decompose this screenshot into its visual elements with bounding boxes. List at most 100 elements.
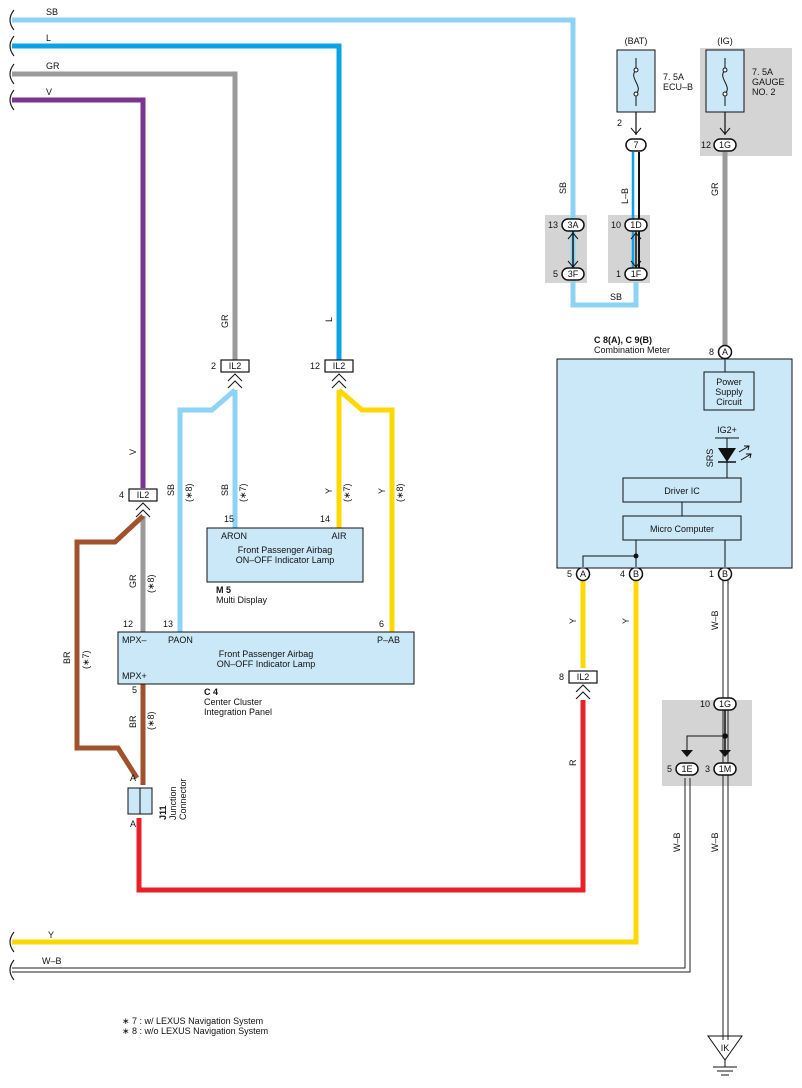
svg-text:8: 8 (709, 347, 714, 357)
svg-text:IL2: IL2 (229, 361, 242, 371)
svg-text:R: R (568, 759, 578, 766)
svg-text:L–B: L–B (620, 188, 630, 204)
ig2-label: IG2+ (717, 425, 737, 435)
fuse-ig-rating: 7. 5A (752, 67, 773, 77)
wire-l (12, 43, 342, 362)
svg-text:Y: Y (377, 488, 387, 494)
wire-sb-paon (177, 388, 237, 632)
display-name: Multi Display (216, 595, 268, 605)
conn-1f: 1F 1 (616, 267, 648, 281)
svg-text:L: L (324, 317, 334, 322)
conn-meter-b1: B 1 (709, 566, 733, 582)
svg-text:Front Passenger Airbag: Front Passenger Airbag (238, 545, 333, 555)
svg-text:1G: 1G (719, 699, 731, 709)
conn-1d: 1D 10 (611, 218, 648, 232)
svg-text:Junction: Junction (168, 786, 178, 820)
svg-text:W–B: W–B (710, 832, 720, 852)
conn-7: 7 2 (617, 118, 647, 152)
svg-text:V: V (128, 449, 138, 455)
multi-display-box (206, 527, 364, 583)
svg-text:ARON: ARON (221, 531, 247, 541)
svg-text:5: 5 (667, 764, 672, 774)
svg-text:SB: SB (610, 292, 622, 302)
conn-il2-r: IL2 8 (559, 670, 598, 700)
svg-text:SB: SB (166, 484, 176, 496)
fuse-bat-name: ECU–B (663, 82, 693, 92)
svg-text:1M: 1M (719, 764, 732, 774)
meter-name: Combination Meter (594, 345, 670, 355)
svg-text:(∗8): (∗8) (184, 483, 194, 502)
conn-meter-a5: A 5 (567, 566, 591, 582)
svg-text:1: 1 (616, 269, 621, 279)
svg-text:6: 6 (379, 619, 384, 629)
wire-y-b4 (12, 580, 639, 945)
svg-text:A: A (722, 347, 728, 357)
conn-meter-b4: B 4 (620, 566, 644, 582)
svg-text:L: L (46, 33, 51, 43)
svg-text:12: 12 (310, 361, 320, 371)
svg-text:B: B (633, 569, 639, 579)
cluster-code: C 4 (204, 687, 218, 697)
svg-text:(∗8): (∗8) (146, 574, 156, 593)
svg-text:10: 10 (611, 220, 621, 230)
svg-text:3F: 3F (568, 269, 579, 279)
svg-text:Y: Y (48, 930, 54, 940)
conn-1g-top: 1G 12 (701, 138, 737, 152)
svg-text:Connector: Connector (178, 778, 188, 820)
svg-text:GR: GR (220, 314, 230, 328)
svg-text:Y: Y (621, 618, 631, 624)
conn-3f: 3F 5 (553, 267, 585, 281)
svg-text:PAON: PAON (168, 635, 193, 645)
svg-text:GR: GR (710, 182, 720, 196)
meter-code: C 8(A), C 9(B) (594, 335, 652, 345)
svg-text:Driver IC: Driver IC (664, 486, 700, 496)
svg-text:15: 15 (224, 514, 234, 524)
svg-text:GR: GR (128, 574, 138, 588)
svg-text:IL2: IL2 (577, 672, 590, 682)
svg-text:A: A (130, 819, 136, 829)
wire-gr (12, 71, 238, 362)
conn-il2-v: IL2 4 (119, 488, 158, 518)
svg-text:W–B: W–B (710, 610, 720, 630)
wire-y-pab (337, 388, 395, 632)
conn-il2-l: IL2 12 (310, 359, 354, 389)
svg-text:13: 13 (163, 619, 173, 629)
srs-led-icon (718, 448, 736, 462)
svg-text:GR: GR (46, 61, 60, 71)
svg-text:Y: Y (568, 618, 578, 624)
micro-computer-box (622, 515, 742, 541)
svg-text:1F: 1F (631, 269, 642, 279)
cluster-name1: Center Cluster (204, 697, 262, 707)
svg-text:(∗8): (∗8) (395, 483, 405, 502)
ig-source: (IG) (717, 36, 733, 46)
svg-text:V: V (46, 87, 52, 97)
svg-text:1D: 1D (630, 220, 642, 230)
svg-text:A: A (580, 569, 586, 579)
svg-text:AIR: AIR (331, 531, 347, 541)
center-cluster-box (117, 631, 415, 685)
svg-text:Circuit: Circuit (716, 397, 742, 407)
svg-text:SB: SB (46, 7, 58, 17)
fuse-bat-rating: 7. 5A (663, 72, 684, 82)
svg-text:1E: 1E (681, 764, 692, 774)
svg-text:4: 4 (119, 490, 124, 500)
conn-3a: 3A 13 (548, 218, 585, 232)
svg-text:2: 2 (617, 118, 622, 128)
fuse-ig-name1: GAUGE (752, 77, 785, 87)
srs-label: SRS (705, 449, 715, 468)
break-marks (9, 9, 15, 981)
svg-text:Supply: Supply (715, 387, 743, 397)
conn-il2-gr: IL2 2 (211, 359, 250, 389)
svg-text:7: 7 (633, 140, 638, 150)
svg-text:12: 12 (123, 619, 133, 629)
svg-text:(∗8): (∗8) (146, 711, 156, 730)
svg-text:3: 3 (705, 764, 710, 774)
wire-wb-group (12, 580, 729, 1040)
svg-text:IL2: IL2 (333, 361, 346, 371)
cluster-name2: Integration Panel (204, 707, 272, 717)
svg-text:B: B (722, 569, 728, 579)
svg-text:A: A (130, 773, 136, 783)
svg-text:5: 5 (132, 685, 137, 695)
svg-text:ON–OFF Indicator Lamp: ON–OFF Indicator Lamp (217, 659, 316, 669)
